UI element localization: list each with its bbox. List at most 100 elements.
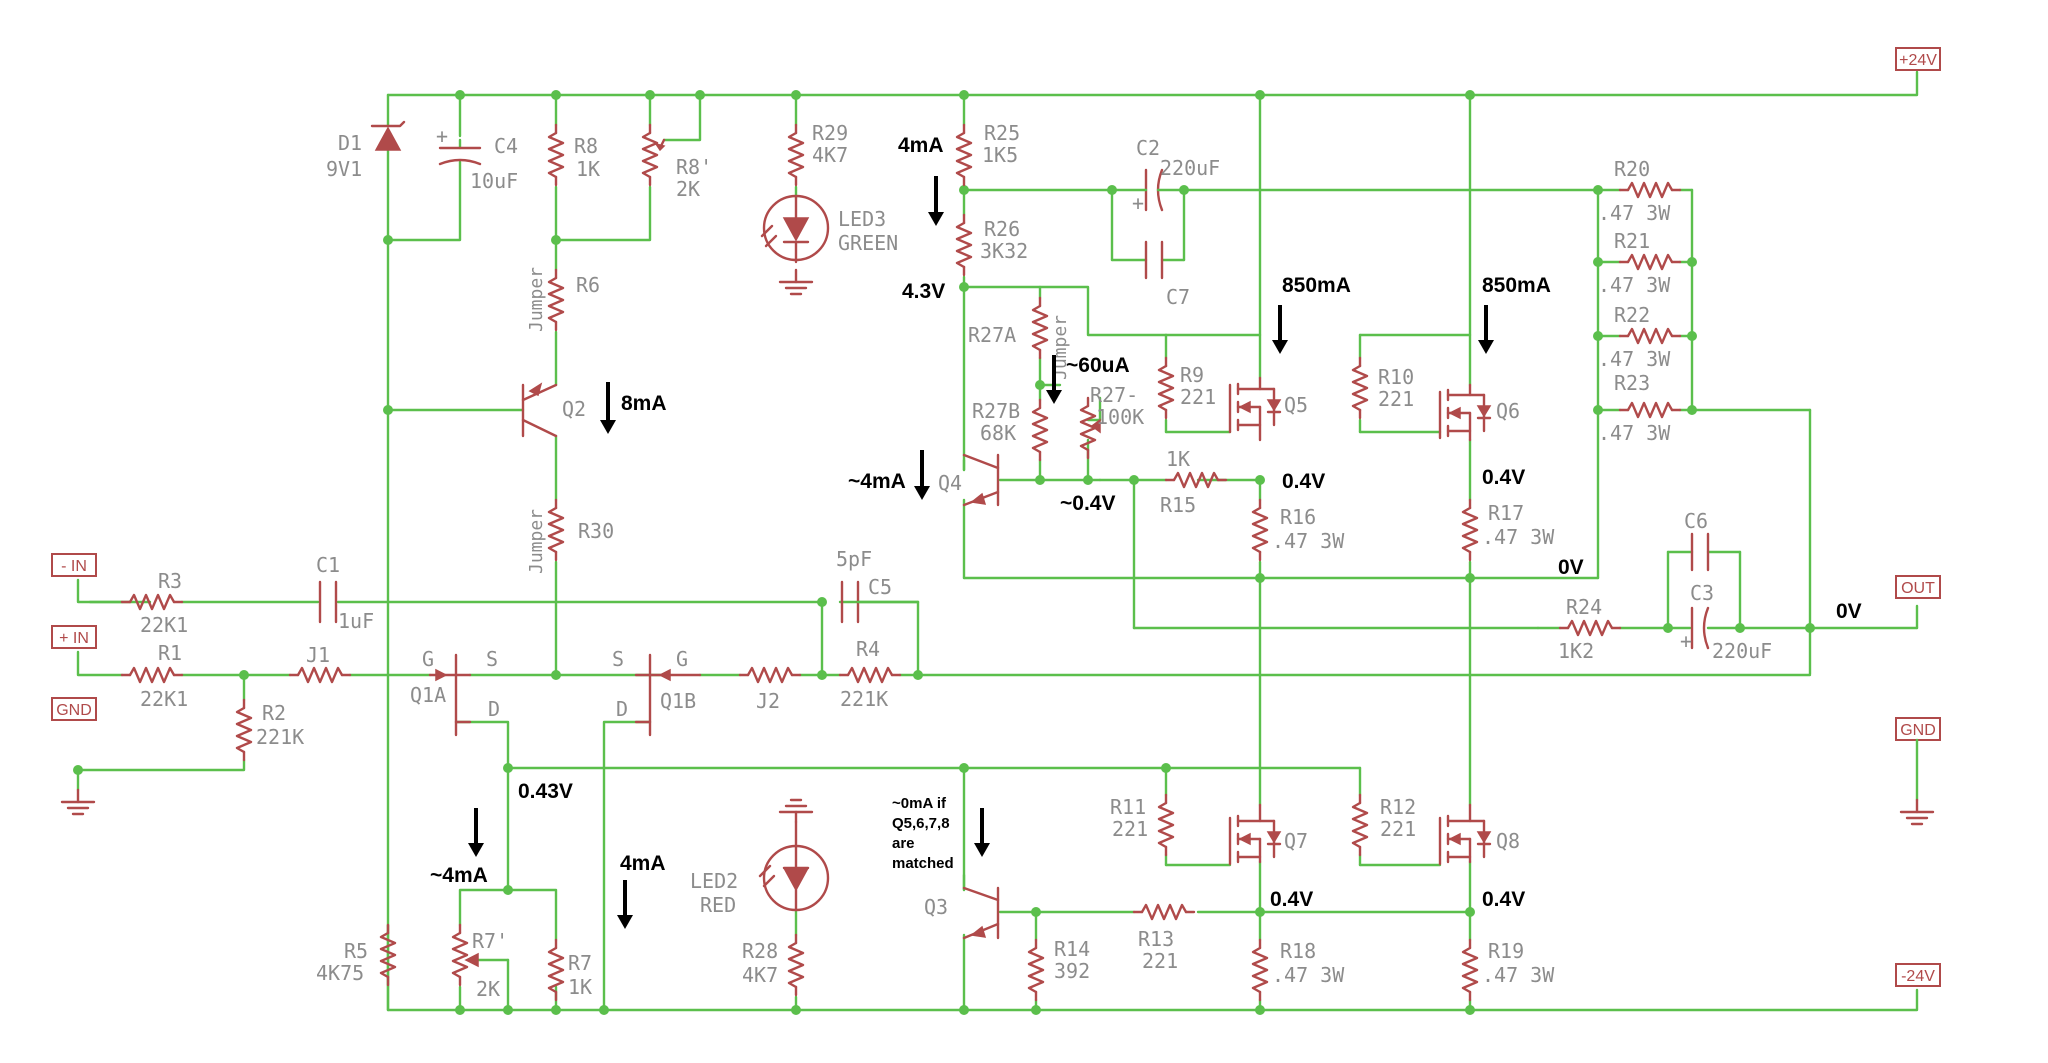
r1-ref: R1 <box>158 641 182 665</box>
annotation-arrows <box>468 176 1494 929</box>
r20-ref: R20 <box>1614 157 1650 181</box>
r20-value: .47 3W <box>1598 201 1671 225</box>
svg-text:+: + <box>1680 629 1692 653</box>
resistor-r16: R16 .47 3W <box>1251 498 1345 562</box>
capacitor-c6: C6 <box>1684 509 1710 572</box>
q6-ref: Q6 <box>1496 399 1520 423</box>
resistor-r26: R26 3K32 <box>955 213 1028 277</box>
resistor-r23: R23 .47 3W <box>1598 371 1682 445</box>
r8-value: 1K <box>576 157 600 181</box>
capacitor-c2: + C2 220uF <box>1110 136 1220 215</box>
r9-value: 221 <box>1180 385 1216 409</box>
resistor-r25: R25 1K5 <box>955 121 1020 187</box>
r13-value: 221 <box>1142 949 1178 973</box>
r19-value: .47 3W <box>1482 963 1555 987</box>
r4-ref: R4 <box>856 637 880 661</box>
ann-q5-source-v: 0.4V <box>1282 470 1325 493</box>
r5-value: 4K75 <box>316 961 364 985</box>
resistor-r15: 1K R15 <box>1160 447 1228 517</box>
r7-ref: R7 <box>568 951 592 975</box>
r19-ref: R19 <box>1488 939 1524 963</box>
svg-text:+: + <box>436 124 448 148</box>
led-led2: LED2 RED <box>690 820 830 917</box>
c2-value: 220uF <box>1160 156 1220 180</box>
ann-q4-emitter-v: ~0.4V <box>1060 492 1115 515</box>
ann-q8-source-v: 0.4V <box>1482 888 1525 911</box>
port-minus-24v: -24V <box>1895 963 1941 987</box>
q1a-g: G <box>422 647 434 671</box>
q4-ref: Q4 <box>938 471 962 495</box>
capacitor-c4: + C4 10uF <box>436 124 518 193</box>
jumper-j2: J2 <box>738 666 802 713</box>
resistor-r7: R7 1K <box>547 938 592 1002</box>
mosfet-q6: Q6 <box>1438 383 1520 442</box>
ground-icon <box>778 798 814 824</box>
c5-value: 5pF <box>836 547 872 571</box>
r29-value: 4K7 <box>812 143 848 167</box>
c3-ref: C3 <box>1690 581 1714 605</box>
r25-ref: R25 <box>984 121 1020 145</box>
r16-value: .47 3W <box>1272 529 1345 553</box>
r12-ref: R12 <box>1380 795 1416 819</box>
r10-value: 221 <box>1378 387 1414 411</box>
q7-ref: Q7 <box>1284 829 1308 853</box>
led3-ref: LED3 <box>838 207 886 231</box>
r27a-ref: R27A <box>968 323 1016 347</box>
q1b-g: G <box>676 647 688 671</box>
ann-q1a-drain-v: 0.43V <box>518 780 573 803</box>
r24-ref: R24 <box>1566 595 1602 619</box>
r5-ref: R5 <box>344 939 368 963</box>
resistor-r2: R2 221K <box>235 698 304 762</box>
resistor-r6: R6 Jumper <box>526 267 600 332</box>
ann-r25-current: 4mA <box>898 134 944 157</box>
resistor-r13: R13 221 <box>1132 903 1196 973</box>
port-gnd-left-label: GND <box>56 702 92 719</box>
r18-value: .47 3W <box>1272 963 1345 987</box>
r11-ref: R11 <box>1110 795 1146 819</box>
capacitor-c1: C1 1uF <box>316 553 374 633</box>
j2-ref: J2 <box>756 689 780 713</box>
resistor-r24: R24 1K2 <box>1558 595 1622 663</box>
resistor-r8: R8 1K <box>547 123 600 187</box>
ann-q4-current: ~4mA <box>848 470 906 493</box>
r7p-value: 2K <box>476 977 500 1001</box>
d1-value: 9V1 <box>326 157 362 181</box>
capacitor-c7: C7 <box>1144 240 1190 309</box>
resistor-r11: R11 221 <box>1110 793 1175 857</box>
zener-d1: D1 9V1 <box>326 120 406 181</box>
port-out-label: OUT <box>1901 580 1935 597</box>
mosfet-q7: Q7 <box>1228 803 1308 866</box>
r22-value: .47 3W <box>1598 347 1671 371</box>
port-plus-24v-label: +24V <box>1899 52 1937 69</box>
r7-value: 1K <box>568 975 592 999</box>
resistor-r22: R22 .47 3W <box>1598 303 1682 371</box>
r4-value: 221K <box>840 687 888 711</box>
q3-ref: Q3 <box>924 895 948 919</box>
mosfet-q8: Q8 <box>1438 803 1520 866</box>
port-minus-24v-label: -24V <box>1901 968 1935 985</box>
r2-ref: R2 <box>262 701 286 725</box>
jfet-q1a: G S D Q1A <box>410 647 500 737</box>
r27-value: 100K <box>1096 405 1144 429</box>
c2-ref: C2 <box>1136 136 1160 160</box>
c3-value: 220uF <box>1712 639 1772 663</box>
ground-icon <box>778 268 814 296</box>
ann-q5-current: 850mA <box>1282 274 1351 297</box>
ground-icon <box>60 788 96 816</box>
resistor-r19: R19 .47 3W <box>1461 938 1555 1002</box>
led3-value: GREEN <box>838 231 898 255</box>
r28-ref: R28 <box>742 939 778 963</box>
ann-node-4v3: 4.3V <box>902 280 945 303</box>
r8-ref: R8 <box>574 134 598 158</box>
r6-ref: R6 <box>576 273 600 297</box>
r15-value: 1K <box>1166 447 1190 471</box>
ann-q6-current: 850mA <box>1482 274 1551 297</box>
transistor-q4: Q4 <box>938 453 1000 507</box>
r26-value: 3K32 <box>980 239 1028 263</box>
capacitor-c5: 5pF C5 <box>836 547 920 624</box>
q2-ref: Q2 <box>562 397 586 421</box>
port-plus-in: + IN <box>51 625 97 649</box>
resistor-r28: R28 4K7 <box>742 933 805 997</box>
c4-ref: C4 <box>494 134 518 158</box>
ann-q3-note-1: ~0mA if <box>892 795 947 812</box>
